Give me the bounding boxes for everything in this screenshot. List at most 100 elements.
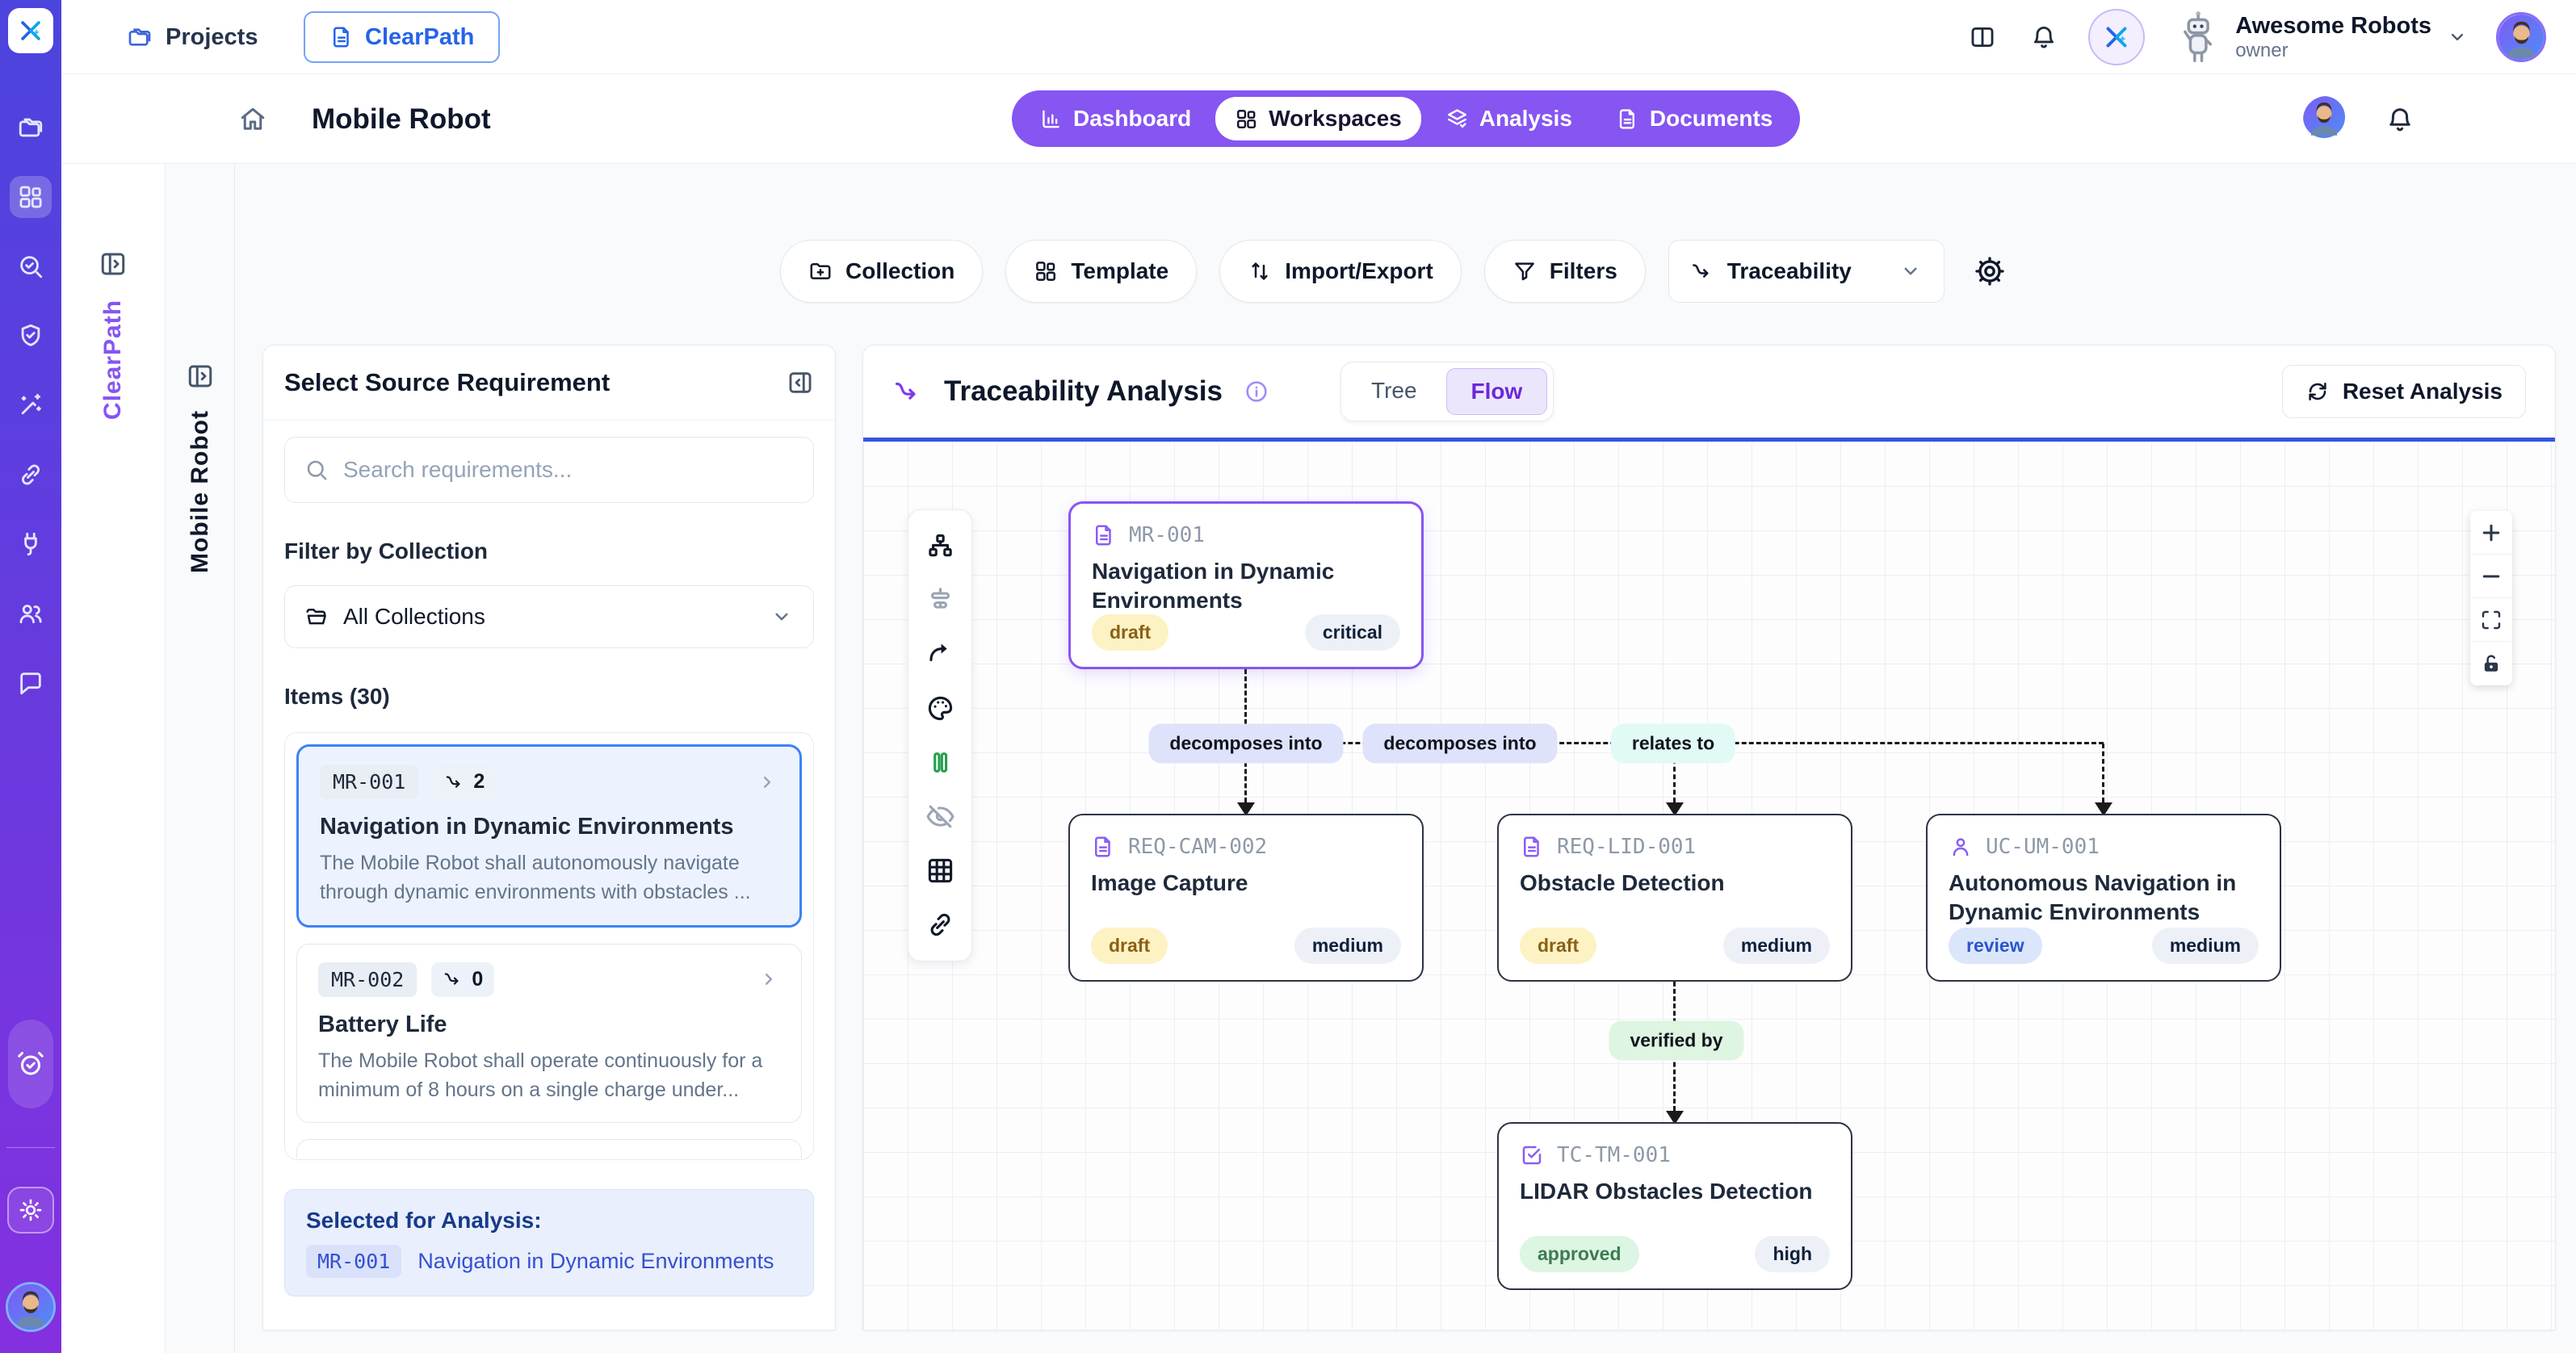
- link-count-badge: 2: [433, 764, 497, 799]
- sidebar-item-ai-tools[interactable]: [10, 384, 52, 426]
- ai-assistant-button[interactable]: [2088, 9, 2146, 65]
- filters-button[interactable]: Filters: [1483, 240, 1646, 303]
- layers-check-icon: [1445, 107, 1469, 131]
- document-icon: [1091, 835, 1115, 859]
- flow-node-req-cam-002[interactable]: REQ-CAM-002 Image Capture draft medium: [1068, 814, 1424, 982]
- flow-node-uc-um-001[interactable]: UC-UM-001 Autonomous Navigation in Dynam…: [1926, 814, 2281, 982]
- reset-analysis-label: Reset Analysis: [2342, 379, 2503, 404]
- account-chevron-button[interactable]: [2446, 26, 2469, 48]
- projects-breadcrumb[interactable]: Projects: [127, 0, 258, 74]
- theme-toggle-button[interactable]: [7, 1187, 54, 1234]
- pause-animation-button[interactable]: [925, 748, 955, 777]
- analysis-header: Traceability Analysis Tree Flow Reset An…: [863, 346, 2555, 438]
- node-title: Image Capture: [1091, 870, 1248, 895]
- edge-label-verified-by[interactable]: verified by: [1609, 1020, 1744, 1061]
- fit-view-button[interactable]: [2470, 598, 2512, 642]
- color-palette-button[interactable]: [925, 693, 955, 723]
- node-id: REQ-CAM-002: [1128, 835, 1268, 859]
- flow-node-tc-tm-001[interactable]: TC-TM-001 LIDAR Obstacles Detection appr…: [1497, 1122, 1852, 1290]
- link-mode-button[interactable]: [925, 910, 955, 940]
- node-title: LIDAR Obstacles Detection: [1520, 1179, 1813, 1204]
- collection-select[interactable]: All Collections: [284, 585, 814, 648]
- tab-dashboard[interactable]: Dashboard: [1020, 97, 1210, 140]
- next-requirement-card-peek[interactable]: [296, 1139, 802, 1158]
- lock-canvas-button[interactable]: [2470, 642, 2512, 685]
- node-title: Obstacle Detection: [1520, 870, 1725, 895]
- hide-elements-button[interactable]: [925, 802, 955, 831]
- node-id: UC-UM-001: [1986, 835, 2100, 859]
- app-logo[interactable]: [8, 8, 53, 53]
- lock-icon: [2479, 651, 2503, 676]
- toggle-flow[interactable]: Flow: [1445, 368, 1548, 415]
- palette-icon: [925, 693, 955, 723]
- notifications-button[interactable]: [2030, 23, 2058, 51]
- open-requirement-chevron[interactable]: [756, 771, 778, 794]
- sidebar-item-integrations[interactable]: [10, 523, 52, 565]
- flow-canvas[interactable]: decomposes into decomposes into relates …: [863, 442, 2555, 1330]
- sidebar-item-quality[interactable]: [10, 315, 52, 357]
- zoom-out-button[interactable]: [2470, 555, 2512, 598]
- chevron-right-icon: [757, 968, 780, 991]
- flow-node-mr-001[interactable]: MR-001 Navigation in Dynamic Environment…: [1068, 501, 1424, 669]
- workspace-vertical-label[interactable]: ClearPath: [99, 300, 126, 421]
- expand-workspace-panel-button[interactable]: [95, 249, 131, 279]
- clearpath-app-button[interactable]: ClearPath: [304, 11, 501, 63]
- source-panel-title: Select Source Requirement: [284, 368, 610, 396]
- node-id: MR-001: [1129, 523, 1205, 547]
- info-icon[interactable]: [1244, 379, 1269, 404]
- workspace-settings-button[interactable]: [1974, 255, 2006, 287]
- tab-documents[interactable]: Documents: [1596, 97, 1792, 140]
- member-avatar[interactable]: [2303, 96, 2350, 143]
- flow-node-req-lid-001[interactable]: REQ-LID-001 Obstacle Detection draft med…: [1497, 814, 1852, 982]
- requirement-title: Navigation in Dynamic Environments: [320, 814, 734, 840]
- collapse-source-panel-button[interactable]: [787, 369, 814, 396]
- template-button[interactable]: Template: [1005, 240, 1198, 303]
- trace-zigzag-icon: [443, 969, 464, 990]
- toggle-tree[interactable]: Tree: [1371, 378, 1417, 403]
- workspace-vertical-tab: ClearPath: [61, 164, 166, 1353]
- sidebar-item-review-search[interactable]: [10, 245, 52, 287]
- collection-button[interactable]: Collection: [780, 240, 984, 303]
- view-mode-select[interactable]: Traceability: [1668, 240, 1945, 303]
- search-input[interactable]: [343, 457, 794, 483]
- edge-style-button[interactable]: [925, 639, 955, 669]
- home-button[interactable]: [238, 105, 267, 134]
- grid-view-button[interactable]: [925, 856, 955, 886]
- edge-label-decomposes-into[interactable]: decomposes into: [1362, 723, 1558, 764]
- sidebar-item-reminders[interactable]: [8, 1020, 53, 1108]
- tab-workspaces[interactable]: Workspaces: [1215, 97, 1421, 140]
- sidebar-item-chat[interactable]: [10, 662, 52, 704]
- hierarchy-layout-button[interactable]: [925, 531, 955, 561]
- project-header-right: [2303, 74, 2414, 164]
- refresh-icon: [2305, 379, 2330, 404]
- arrowhead: [1666, 1111, 1684, 1125]
- topbar: Projects ClearPath Awesome Robots owner: [61, 0, 2576, 74]
- tab-analysis[interactable]: Analysis: [1426, 97, 1592, 140]
- import-export-button[interactable]: Import/Export: [1219, 240, 1462, 303]
- distribute-align-button[interactable]: [925, 585, 955, 615]
- edge-label-decomposes-into[interactable]: decomposes into: [1148, 723, 1344, 764]
- zoom-in-button[interactable]: [2470, 511, 2512, 555]
- status-badge: approved: [1520, 1236, 1639, 1272]
- sidebar-item-team[interactable]: [10, 593, 52, 635]
- sidebar-item-workspaces[interactable]: [10, 176, 52, 218]
- reset-analysis-button[interactable]: Reset Analysis: [2281, 365, 2526, 418]
- project-notifications-button[interactable]: [2385, 105, 2414, 134]
- expand-project-panel-button[interactable]: [183, 362, 218, 391]
- user-avatar[interactable]: [2496, 12, 2546, 62]
- up-down-arrows-icon: [1248, 259, 1272, 283]
- account-menu[interactable]: Awesome Robots owner: [2235, 12, 2431, 63]
- status-badge: review: [1949, 928, 2042, 964]
- requirement-card-mr-002[interactable]: MR-002 0 Battery Life The Mobile Robot s…: [296, 943, 802, 1123]
- tab-label: Analysis: [1479, 106, 1572, 131]
- tab-label: Dashboard: [1073, 106, 1192, 131]
- edge-label-relates-to[interactable]: relates to: [1610, 723, 1736, 764]
- project-vertical-label[interactable]: Mobile Robot: [186, 410, 213, 573]
- sidebar-user-avatar[interactable]: [6, 1282, 56, 1332]
- sidebar-item-projects[interactable]: [10, 107, 52, 149]
- layout-columns-button[interactable]: [1969, 23, 1996, 51]
- requirement-card-mr-001[interactable]: MR-001 2 Navigation in Dynamic Environme…: [296, 744, 802, 928]
- sidebar-item-links[interactable]: [10, 454, 52, 496]
- open-requirement-chevron[interactable]: [757, 968, 780, 991]
- document-icon: [1092, 523, 1116, 547]
